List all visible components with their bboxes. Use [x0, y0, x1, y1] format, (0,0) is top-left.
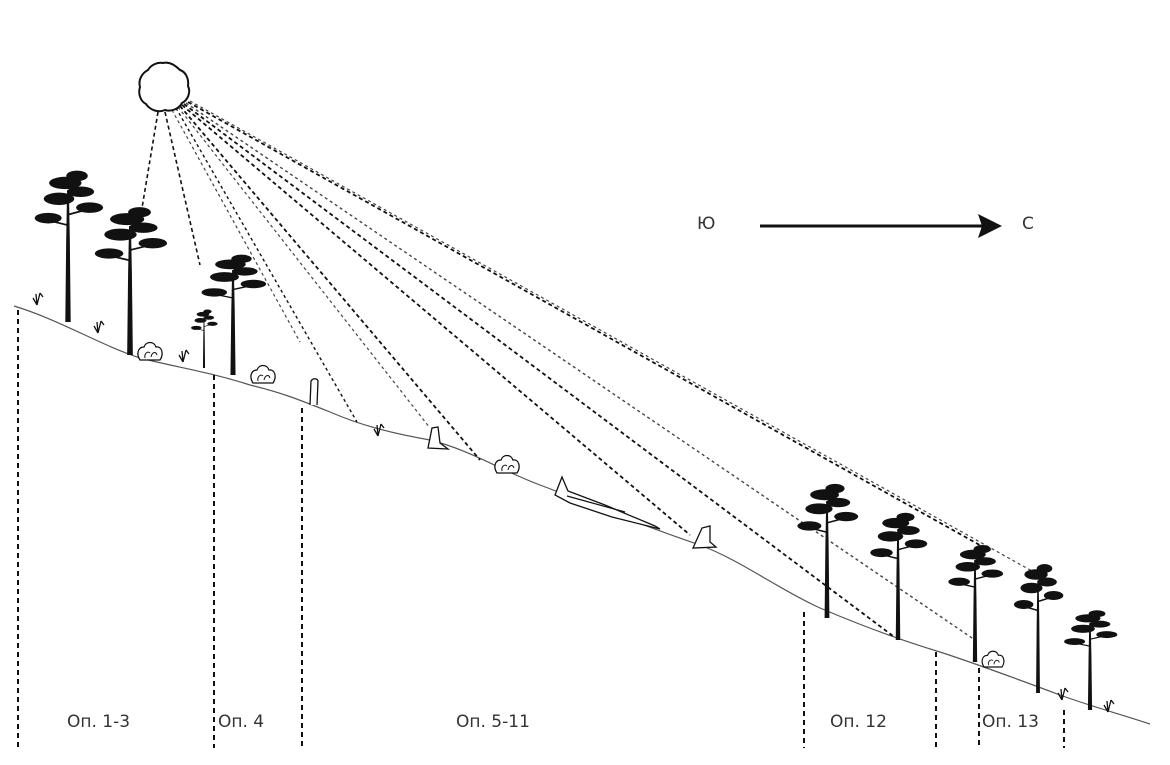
fallen-log-icon — [566, 495, 626, 513]
pine-tree-icon — [1063, 609, 1119, 711]
fallen-log-icon — [554, 475, 661, 530]
plot-label-12: Оп. 12 — [830, 712, 887, 732]
pine-tree-icon — [796, 483, 860, 619]
sun-ray — [185, 102, 976, 641]
shrub-icon — [137, 341, 163, 361]
pine-tree-icon — [869, 511, 928, 641]
pine-tree-icon — [33, 169, 104, 323]
sun-ray — [183, 103, 894, 637]
shrub-icon — [494, 454, 520, 474]
sun-ray — [141, 111, 159, 209]
pine-tree-icon — [200, 253, 267, 376]
sun-ray — [187, 101, 986, 549]
pine-tree-icon — [1013, 563, 1065, 694]
pine-tree-icon — [190, 309, 218, 369]
sun-rays — [141, 100, 1049, 641]
sun-ray — [189, 100, 1049, 581]
direction-label-north: С — [1022, 214, 1034, 234]
direction-arrowhead — [978, 214, 1002, 238]
sun-ray — [175, 107, 358, 423]
sun-ray — [164, 111, 201, 266]
shrub-icon — [981, 650, 1005, 668]
stump-icon — [691, 525, 718, 549]
pine-tree-icon — [93, 206, 169, 356]
plot-label-5-11: Оп. 5-11 — [456, 712, 530, 732]
direction-label-south: Ю — [697, 214, 716, 234]
grass-icon — [178, 349, 190, 363]
sun-ray — [179, 105, 481, 461]
stump-icon — [309, 378, 319, 406]
ground-line — [13, 305, 1151, 725]
sun-icon — [138, 61, 191, 113]
grass-icon — [1057, 687, 1069, 701]
sun-ray — [181, 104, 691, 536]
plot-label-4: Оп. 4 — [218, 712, 265, 732]
pine-tree-icon — [947, 544, 1004, 663]
plot-label-1-3: Оп. 1-3 — [67, 712, 131, 732]
grass-icon — [93, 320, 105, 334]
shrub-icon — [250, 364, 276, 384]
grass-icon — [32, 292, 44, 306]
stump-icon — [427, 426, 451, 450]
plot-label-13: Оп. 13 — [982, 712, 1039, 732]
plot-boundaries — [17, 310, 1065, 748]
sun-ray — [171, 109, 301, 343]
sun-ray — [177, 106, 431, 429]
